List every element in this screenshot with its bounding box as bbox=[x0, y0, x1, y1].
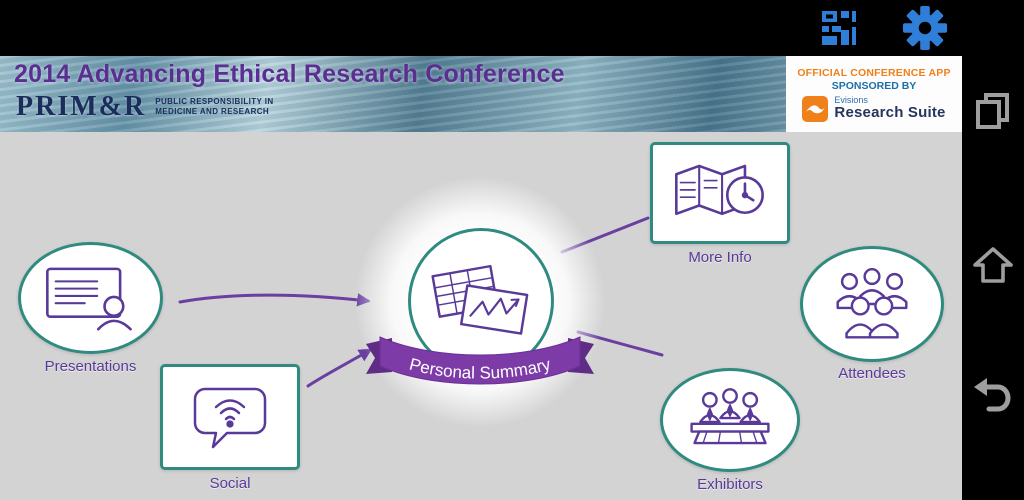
status-bar bbox=[0, 0, 962, 56]
exhibitors-table-icon bbox=[690, 388, 770, 445]
menu-item-exhibitors[interactable] bbox=[660, 368, 800, 472]
evisions-logo-icon bbox=[802, 95, 829, 122]
line-center-to-moreinfo bbox=[560, 216, 650, 254]
primr-tagline: PUBLIC RESPONSIBILITY IN MEDICINE AND RE… bbox=[155, 96, 274, 116]
arrow-social-to-center bbox=[306, 348, 373, 388]
research-suite-name: Research Suite bbox=[834, 104, 946, 122]
people-group-icon bbox=[836, 267, 908, 339]
sponsor-sponsored-by-text: SPONSORED BY bbox=[831, 79, 917, 92]
map-clock-icon bbox=[675, 164, 764, 216]
conference-app: 2014 Advancing Ethical Research Conferen… bbox=[0, 0, 962, 500]
home-icon[interactable] bbox=[971, 240, 1015, 290]
menu-item-attendees[interactable] bbox=[800, 246, 944, 362]
android-nav-bar bbox=[962, 0, 1024, 500]
menu-label-presentations: Presentations bbox=[44, 358, 137, 375]
page-title: 2014 Advancing Ethical Research Conferen… bbox=[14, 60, 565, 88]
menu-item-presentations[interactable] bbox=[18, 242, 163, 354]
menu-item-personal-summary[interactable] bbox=[408, 228, 554, 374]
menu-label-more-info: More Info bbox=[688, 249, 752, 266]
primr-logo-text: PRIM bbox=[16, 91, 99, 122]
evisions-name: Evisions bbox=[834, 94, 868, 105]
documents-chart-icon bbox=[431, 264, 529, 335]
presentation-board-icon bbox=[45, 267, 132, 331]
menu-item-social[interactable] bbox=[160, 364, 300, 470]
menu-label-attendees: Attendees bbox=[838, 365, 906, 382]
speech-bubble-wifi-icon bbox=[193, 387, 267, 449]
primr-logo-r: R bbox=[123, 91, 147, 122]
home-menu: Presentations Social bbox=[0, 132, 962, 500]
personal-summary-ribbon[interactable]: Personal Summary bbox=[364, 328, 596, 390]
evisions-brand: Evisions Research Suite bbox=[802, 94, 946, 122]
arrow-presentations-to-center bbox=[178, 293, 371, 307]
primr-logo: PRIM&R PUBLIC RESPONSIBILITY IN MEDICINE… bbox=[16, 93, 274, 121]
menu-label-social: Social bbox=[209, 475, 251, 492]
primr-ampersand: & bbox=[98, 91, 124, 122]
sponsor-panel[interactable]: OFFICIAL CONFERENCE APP SPONSORED BY Evi… bbox=[786, 56, 962, 132]
recents-icon[interactable] bbox=[971, 86, 1015, 136]
settings-gear-icon[interactable] bbox=[902, 5, 948, 51]
menu-label-exhibitors: Exhibitors bbox=[697, 476, 763, 493]
qr-scan-icon[interactable] bbox=[818, 8, 858, 48]
conference-banner: 2014 Advancing Ethical Research Conferen… bbox=[0, 56, 962, 132]
sponsor-official-text: OFFICIAL CONFERENCE APP bbox=[797, 66, 951, 79]
back-icon[interactable] bbox=[971, 370, 1015, 420]
menu-item-more-info[interactable] bbox=[650, 142, 790, 244]
